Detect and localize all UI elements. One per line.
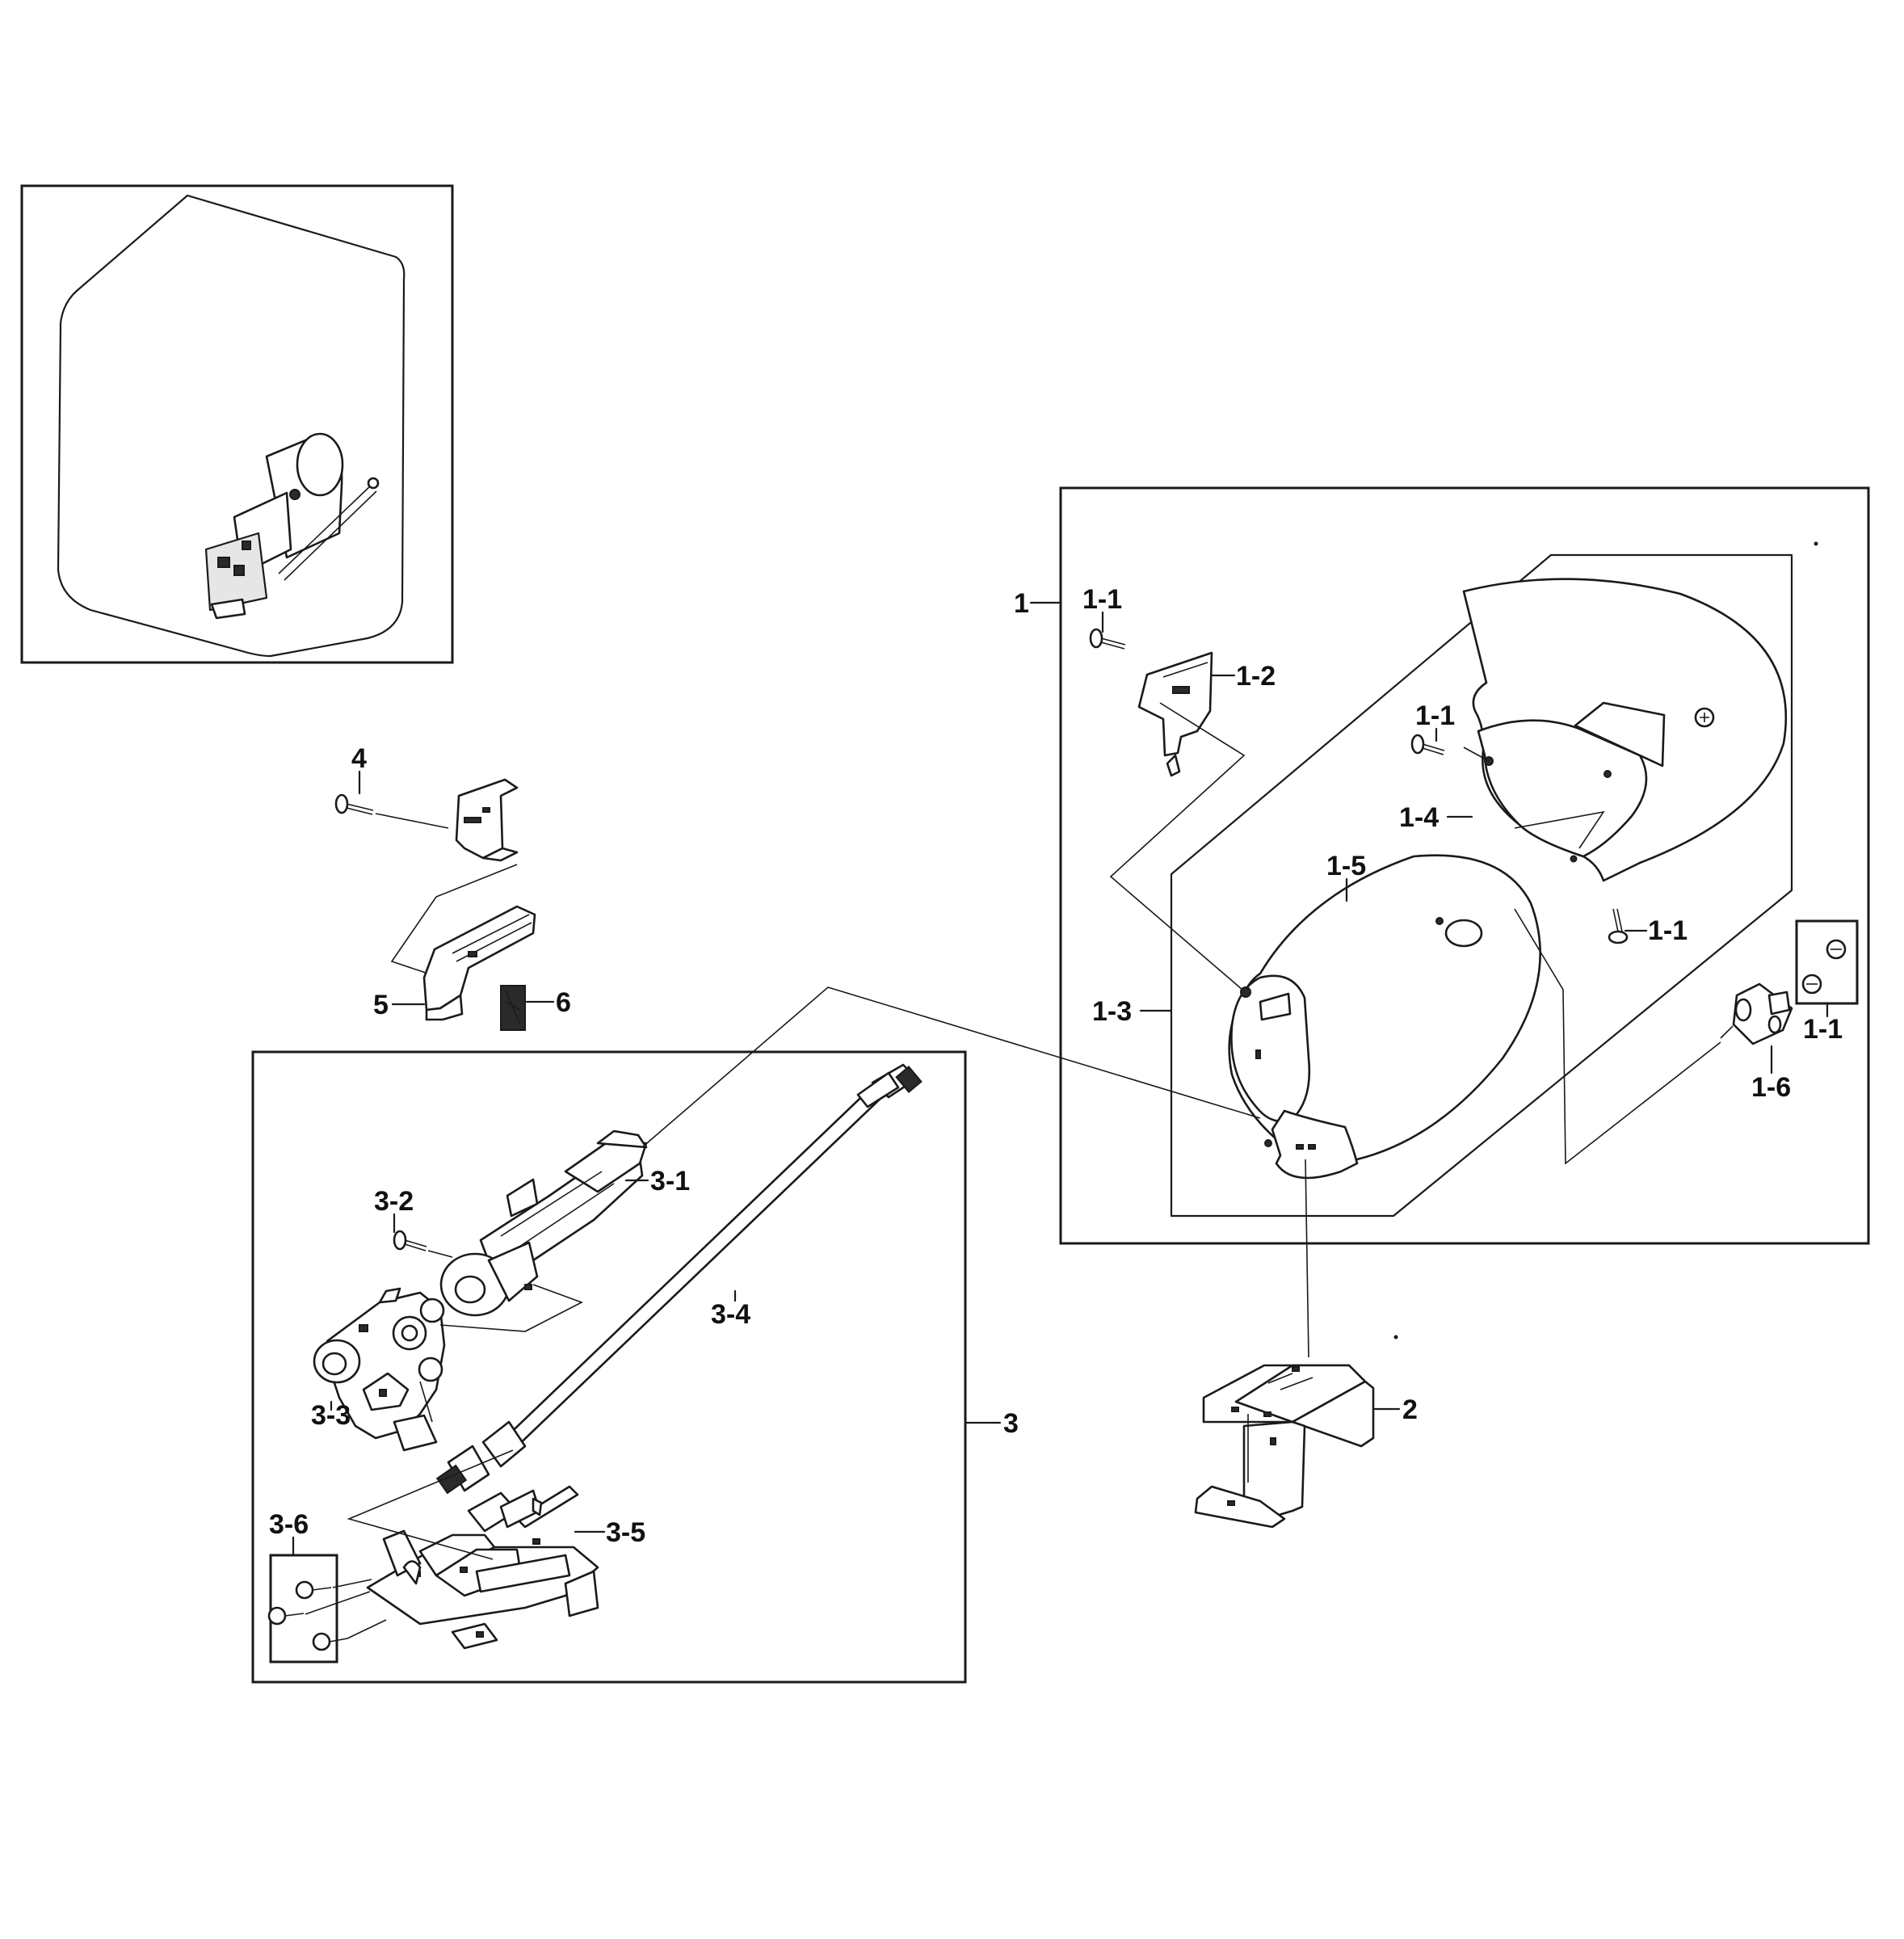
funnel-cone-upper-icon: [1462, 578, 1788, 882]
screw-icon: [1089, 628, 1126, 650]
overview-inset: [20, 184, 454, 664]
funnel-cone-lower-icon: [1228, 854, 1541, 1180]
igniter-bracket-icon: [455, 778, 519, 862]
burner-tube-icon: [439, 1129, 648, 1317]
label-3-5: 3-5: [606, 1517, 645, 1548]
label-3-2: 3-2: [374, 1186, 414, 1217]
igniter-icon: [422, 905, 536, 1021]
label-1-6: 1-6: [1751, 1072, 1791, 1103]
label-6: 6: [556, 987, 571, 1018]
label-2: 2: [1402, 1394, 1418, 1425]
label-4: 4: [351, 743, 367, 774]
label-1-2: 1-2: [1236, 661, 1276, 692]
screw-icon: [295, 1580, 332, 1600]
label-1-4: 1-4: [1399, 802, 1439, 833]
label-3-1: 3-1: [650, 1166, 690, 1197]
label-1-1: 1-1: [1803, 1014, 1843, 1045]
screw-icon: [312, 1632, 348, 1651]
screw-icon: [393, 1230, 427, 1251]
label-3-4: 3-4: [711, 1299, 750, 1330]
label-1-1: 1-1: [1415, 700, 1455, 731]
label-3-6: 3-6: [269, 1509, 309, 1540]
burner-assembly-mini-icon: [204, 432, 380, 620]
callout-labels: 1 1-1 1-2 1-1 1-4 1-5 1-1 1-3 1-1 1-6 2 …: [269, 584, 1843, 1557]
igniter-cover-icon: [500, 985, 526, 1031]
screw-icon: [267, 1606, 305, 1626]
label-1-1: 1-1: [1082, 584, 1122, 615]
group-1-funnel-box: [1059, 486, 1870, 1245]
mounting-bracket-icon: [1194, 1364, 1375, 1529]
screw-icon: [1801, 974, 1822, 995]
screw-icon: [1826, 939, 1847, 960]
screw-icon: [1694, 707, 1715, 728]
speck: [1814, 541, 1818, 546]
flame-sensor-bracket-icon: [1137, 651, 1213, 777]
label-5: 5: [373, 990, 389, 1020]
label-1-5: 1-5: [1326, 851, 1366, 881]
group-3-valve-box: [251, 1050, 967, 1684]
manifold-bracket-icon: [366, 1485, 599, 1650]
speck: [1393, 1335, 1398, 1340]
label-1-3: 1-3: [1092, 996, 1132, 1027]
label-1-1: 1-1: [1648, 915, 1688, 946]
label-1: 1: [1014, 588, 1029, 619]
dryer-cabinet-outline-icon: [57, 194, 406, 658]
screw-icon: [1608, 908, 1629, 944]
screw-icon: [334, 793, 374, 815]
gas-tube-icon: [435, 1063, 923, 1495]
label-3: 3: [1003, 1408, 1019, 1439]
flame-sensor-icon: [1720, 982, 1793, 1045]
screw-icon: [1410, 734, 1445, 755]
gas-valve-icon: [313, 1287, 446, 1452]
